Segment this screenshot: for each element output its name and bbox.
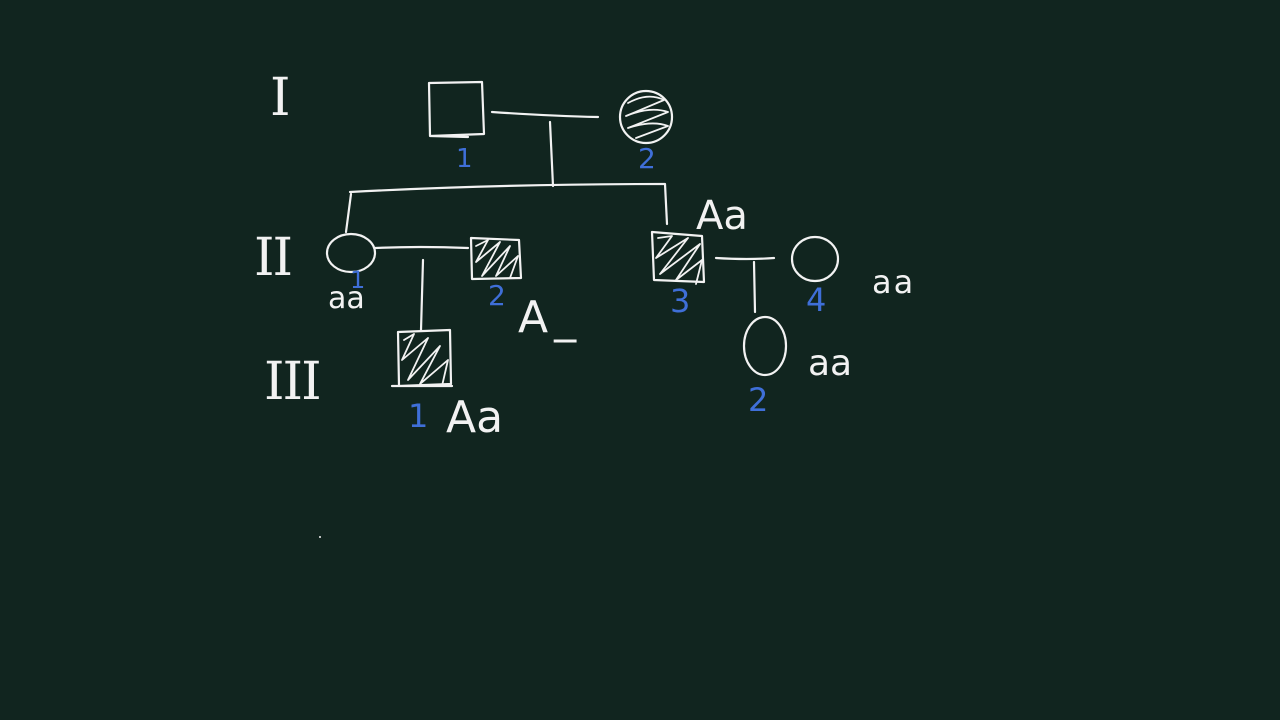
individual-I-2-female-symbol (618, 89, 674, 145)
number-I-2: 2 (638, 142, 656, 175)
genotype-II-4: aa (872, 263, 916, 301)
marriage-line-II-1-2 (373, 245, 470, 250)
genotype-III-1: Aa (446, 392, 504, 443)
number-III-1: 1 (408, 397, 429, 435)
sibship-line-II (348, 182, 669, 226)
number-I-1: 1 (456, 144, 473, 174)
descent-line-I (548, 120, 555, 188)
marriage-line-I (490, 110, 600, 119)
individual-II-4-female-symbol (790, 235, 840, 283)
chalk-dot (319, 536, 321, 538)
descent-line-II-1-2 (419, 258, 425, 332)
individual-I-1-male-symbol (427, 80, 486, 139)
individual-III-2-female-symbol (742, 315, 788, 377)
number-II-3: 3 (670, 282, 691, 320)
individual-III-1-male-symbol (390, 328, 454, 388)
individual-II-3-male-symbol (650, 230, 706, 285)
generation-label-II: II (254, 228, 293, 288)
generation-label-III: III (264, 352, 322, 412)
number-II-1: 1 (350, 266, 366, 294)
genotype-II-1: aa (328, 281, 365, 316)
genotype-II-3: Aa (696, 193, 748, 239)
individual-II-2-male-symbol (469, 236, 523, 281)
genotype-II-2: A_ (518, 292, 583, 343)
descent-line-II-3-4 (752, 260, 757, 314)
generation-label-I: I (270, 68, 290, 128)
number-II-2: 2 (488, 279, 506, 312)
marriage-line-II-3-4 (714, 256, 776, 261)
genotype-III-2: aa (808, 343, 853, 384)
number-III-2: 2 (748, 381, 769, 419)
descent-line-II-1 (344, 192, 353, 234)
individual-II-1-female-symbol (325, 232, 377, 274)
number-II-4: 4 (806, 281, 827, 319)
